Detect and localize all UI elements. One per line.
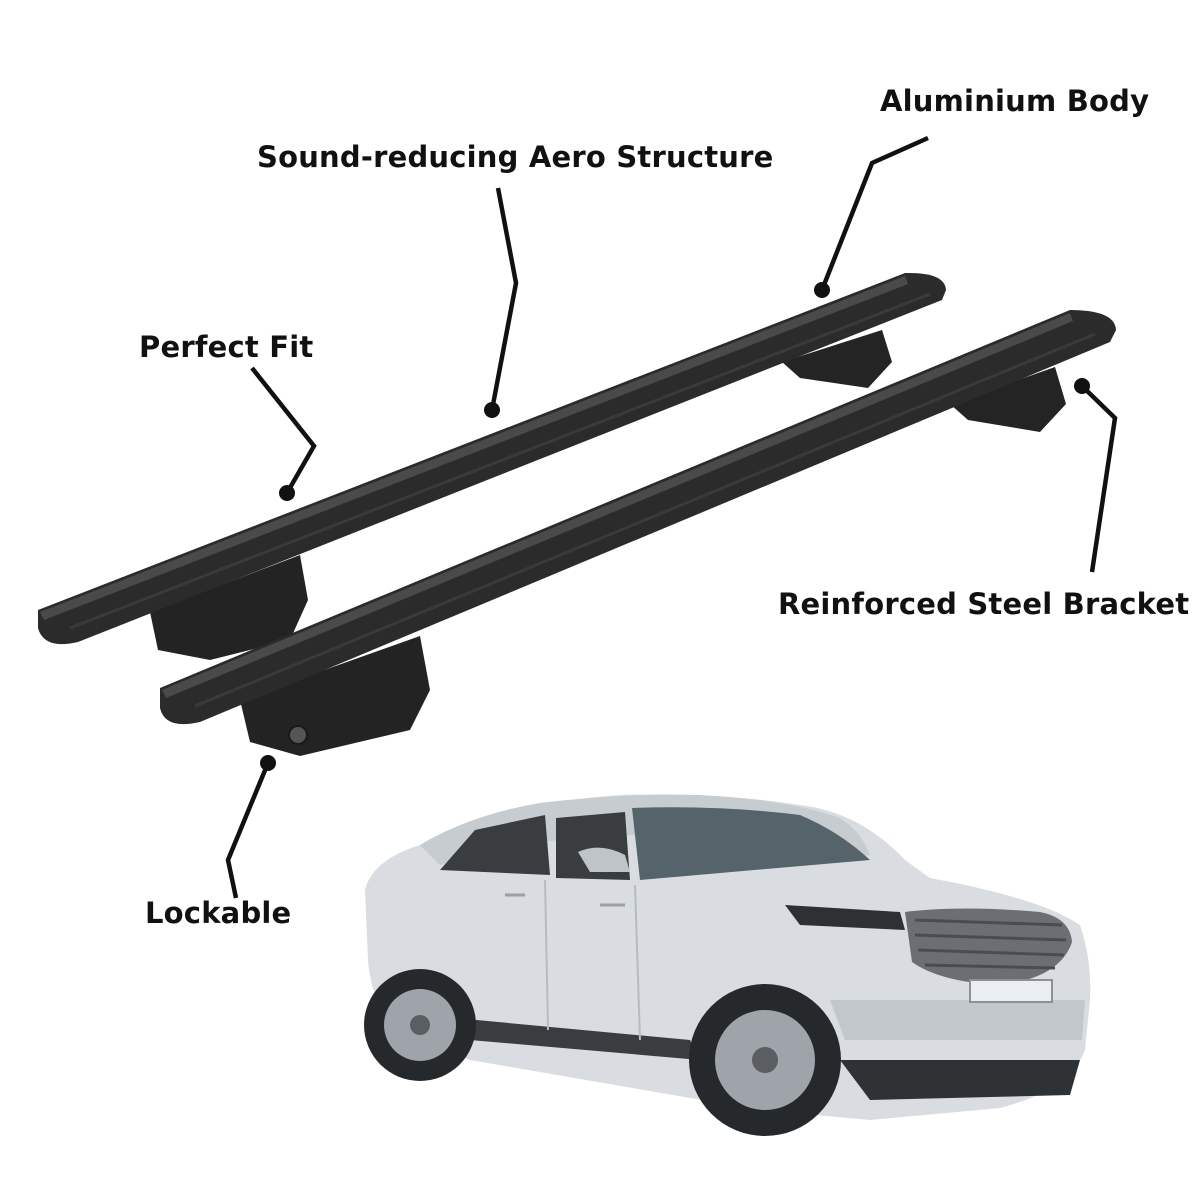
callout-aluminium-body: Aluminium Body: [880, 84, 1150, 118]
leader-lines: [225, 135, 1118, 899]
leader-steel: [1080, 384, 1118, 573]
callout-aero-structure: Sound-reducing Aero Structure: [257, 140, 774, 174]
callout-steel-bracket: Reinforced Steel Bracket: [778, 587, 1190, 621]
leader-fit: [250, 366, 317, 495]
suv-car-icon: [364, 794, 1091, 1136]
leader-aluminium: [819, 135, 929, 291]
callout-perfect-fit: Perfect Fit: [139, 330, 314, 364]
leader-dots: [260, 282, 1090, 771]
callout-lockable: Lockable: [145, 896, 292, 930]
leader-lock: [225, 762, 271, 899]
leader-aero: [489, 187, 519, 411]
roof-bar-icon: [38, 272, 1116, 756]
